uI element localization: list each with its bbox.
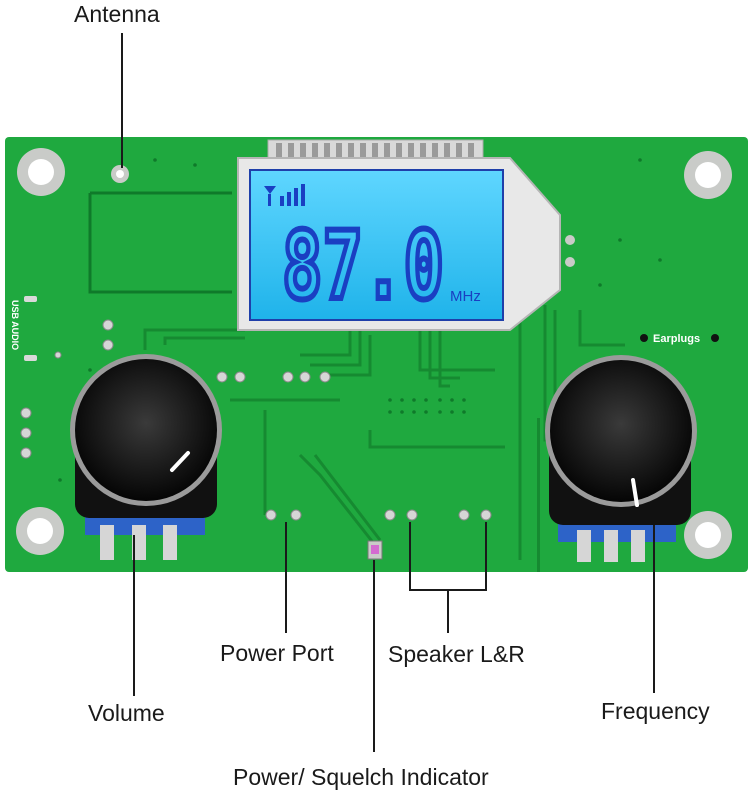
signal-strength-icon [264, 184, 305, 206]
vias [58, 158, 662, 482]
leader-lines [121, 33, 655, 752]
antenna-silkscreen [88, 191, 232, 294]
earplugs-jack [640, 334, 719, 342]
mounting-holes [16, 148, 732, 559]
usb-audio-pad [24, 355, 37, 361]
lcd-frequency-readout: 87.0 [282, 212, 444, 321]
lcd-frequency-unit: MHz [450, 288, 481, 305]
earplugs-silkscreen: Earplugs [653, 333, 700, 345]
usb-audio-silkscreen: USB AUDIO [10, 300, 20, 350]
pcb-divider [537, 418, 540, 572]
squelch-indicator-label: Power/ Squelch Indicator [233, 764, 489, 790]
antenna-label: Antenna [74, 1, 160, 27]
usb-audio-pad [24, 296, 37, 302]
lcd-side-pins [565, 235, 575, 267]
frequency-knob [545, 355, 697, 562]
lcd-connector [267, 139, 484, 161]
lcd-screen [249, 169, 504, 321]
frequency-label: Frequency [601, 698, 710, 724]
speaker-label: Speaker L&R [388, 641, 525, 667]
solder-pads [20, 319, 492, 521]
leader-line-speaker [409, 522, 487, 633]
power-port-label: Power Port [220, 640, 334, 666]
squelch-led-lens [371, 545, 379, 554]
volume-label: Volume [88, 700, 165, 726]
antenna-pad [111, 165, 129, 183]
volume-knob [70, 354, 222, 560]
